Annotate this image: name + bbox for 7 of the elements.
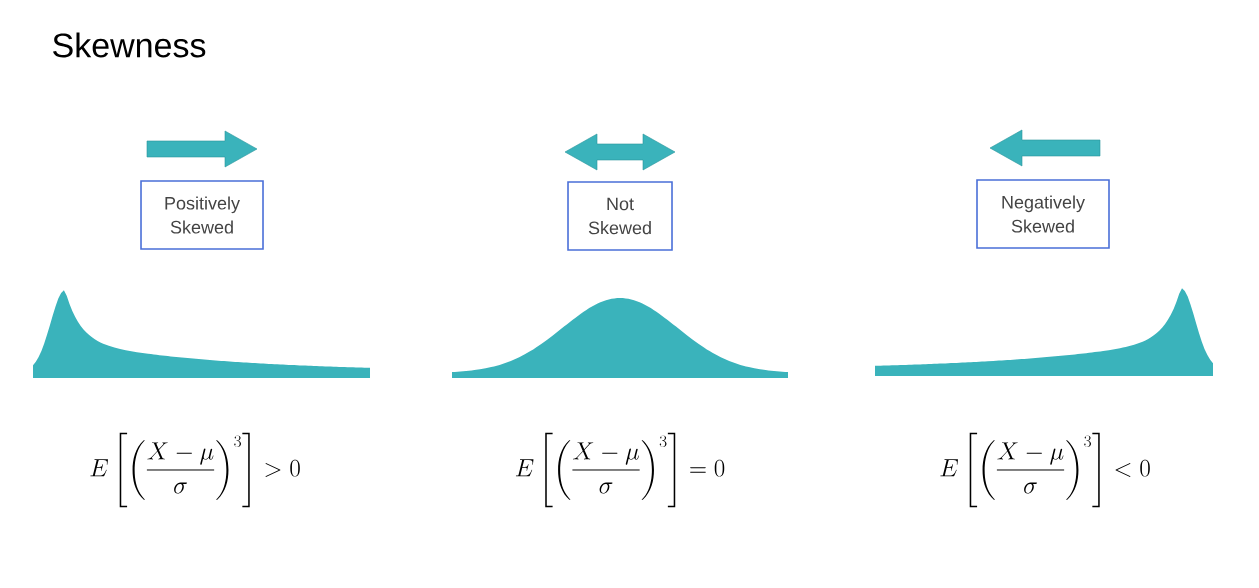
formula: $E\left[\left(\frac{X-\mu}{\sigma}\right)^{3}\right] > 0$: [90, 432, 300, 508]
label-box: Negatively Skewed: [976, 179, 1110, 249]
formula: $E\left[\left(\frac{X-\mu}{\sigma}\right)^{3}\right] = 0$: [515, 432, 725, 508]
formula: $E\left[\left(\frac{X-\mu}{\sigma}\right)^{3}\right] < 0$: [940, 432, 1150, 508]
title: Skewness: [53, 32, 206, 58]
label-box: Not Skewed: [567, 181, 673, 251]
label-box: Positively Skewed: [140, 180, 264, 250]
